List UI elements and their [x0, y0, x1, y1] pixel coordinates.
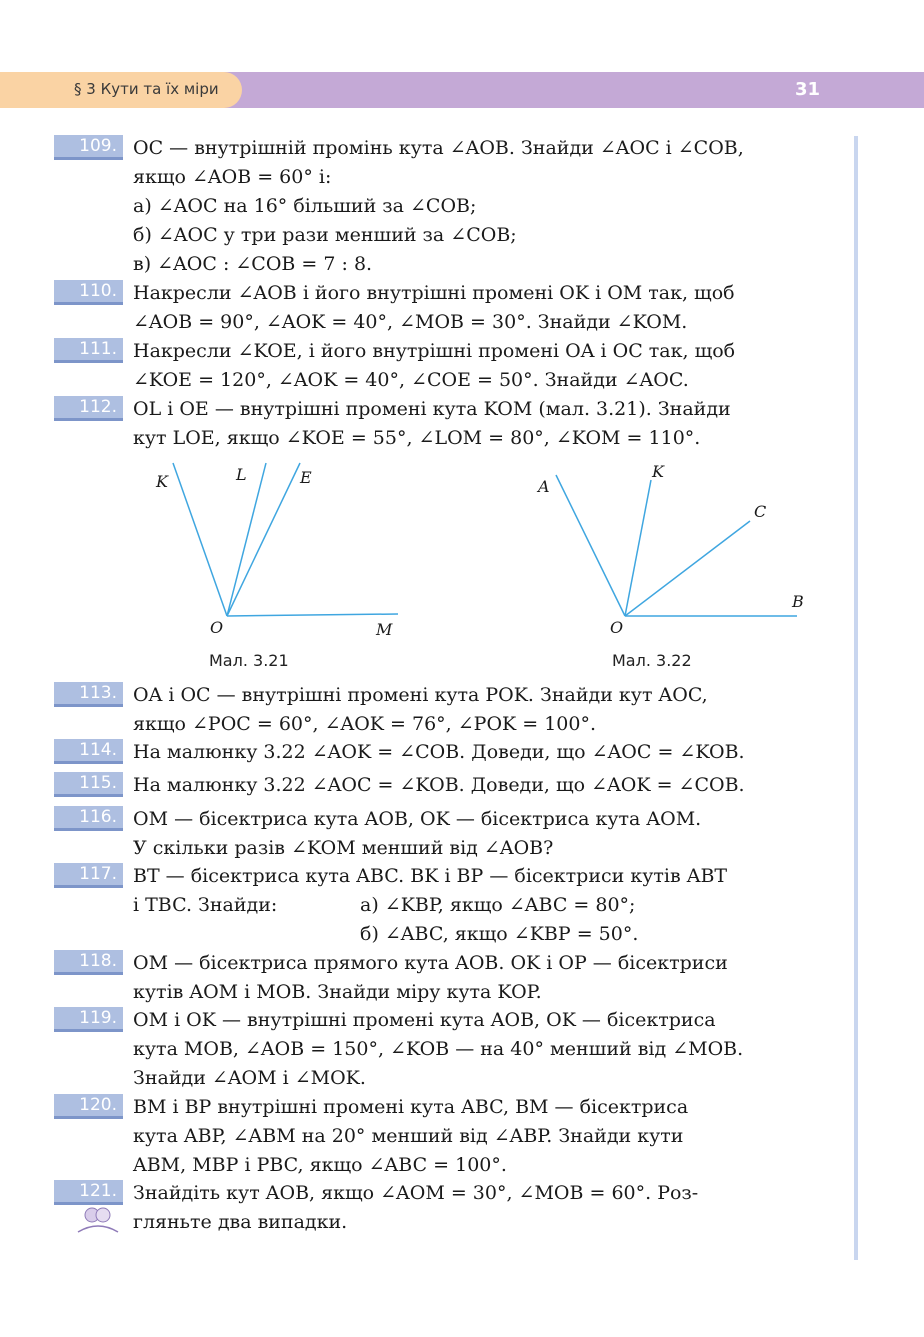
point-label: O: [610, 618, 623, 637]
text-line: Знайдіть кут AOB, якщо ∠AOM = 30°, ∠MOB …: [133, 1182, 699, 1204]
text-line: якщо ∠AOB = 60° і:: [133, 166, 332, 188]
text-line: кута MOB, ∠AOB = 150°, ∠KOB — на 40° мен…: [133, 1038, 744, 1060]
problem-number-badge: 114.: [54, 739, 123, 764]
sub-item: а) ∠KBP, якщо ∠ABC = 80°;: [360, 894, 636, 916]
text-line: У скільки разів ∠KOM менший від ∠AOB?: [133, 837, 554, 859]
page-header: § 3 Кути та їх міри 31: [0, 72, 924, 108]
text-line: На малюнку 3.22 ∠AOC = ∠KOB. Доведи, що …: [133, 774, 745, 796]
ray-oa: [555, 474, 626, 617]
point-label: C: [754, 502, 766, 521]
sub-item: а) ∠AOC на 16° більший за ∠COB;: [133, 195, 477, 217]
problem-number-badge: 119.: [54, 1007, 123, 1032]
text-line: OM — бісектриса прямого кута AOB. OK і O…: [133, 952, 728, 974]
problem-number-badge: 121.: [54, 1180, 123, 1205]
sub-item: б) ∠AOC у три рази менший за ∠COB;: [133, 224, 517, 246]
problem-text: На малюнку 3.22 ∠AOK = ∠COB. Доведи, що …: [133, 738, 839, 767]
problem-text: OM — бісектриса прямого кута AOB. OK і O…: [133, 949, 839, 1007]
problem-number: 114.: [79, 740, 117, 760]
point-label: K: [651, 462, 665, 481]
ray-oe: [226, 462, 301, 617]
problem-number: 115.: [79, 773, 117, 793]
problem-number-badge: 113.: [54, 682, 123, 707]
figure-3-21: K L E O M: [155, 462, 399, 639]
group-work-icon: [77, 1207, 119, 1233]
text-line: кутів AOM і MOB. Знайди міру кута KOP.: [133, 981, 542, 1003]
problem-number-badge: 110.: [54, 280, 123, 305]
problem-text: OL і OE — внутрішні промені кута KOM (ма…: [133, 395, 839, 453]
text-line: BT — бісектриса кута ABC. BK і BP — бісе…: [133, 865, 728, 887]
section-tab: [0, 72, 242, 108]
page-number: 31: [794, 79, 820, 100]
problem-number-badge: 115.: [54, 772, 123, 797]
figure-caption: Мал. 3.21: [209, 651, 289, 670]
problem-number: 110.: [79, 281, 117, 301]
problem-number-badge: 117.: [54, 863, 123, 888]
side-rule: [854, 136, 858, 1260]
text-line: OM — бісектриса кута AOB, OK — бісектрис…: [133, 808, 702, 830]
problem-number-badge: 111.: [54, 338, 123, 363]
problem-number: 112.: [79, 397, 117, 417]
sub-item: в) ∠AOC : ∠COB = 7 : 8.: [133, 253, 373, 275]
problem-number: 120.: [79, 1095, 117, 1115]
problem-number-badge: 116.: [54, 806, 123, 831]
problem-number: 116.: [79, 807, 117, 827]
problem-number-badge: 112.: [54, 396, 123, 421]
text-line: ∠AOB = 90°, ∠AOK = 40°, ∠MOB = 30°. Знай…: [133, 311, 688, 333]
problem-text: Накресли ∠KOE, і його внутрішні промені …: [133, 337, 839, 395]
point-label: E: [299, 468, 312, 487]
text-line: якщо ∠POC = 60°, ∠AOK = 76°, ∠POK = 100°…: [133, 713, 597, 735]
point-label: A: [536, 477, 550, 496]
text-line: OL і OE — внутрішні промені кута KOM (ма…: [133, 398, 731, 420]
ray-ol: [226, 462, 267, 617]
point-label: O: [210, 618, 223, 637]
problem-number: 119.: [79, 1008, 117, 1028]
text-line: ABM, MBP і PBC, якщо ∠ABC = 100°.: [133, 1154, 507, 1176]
text-line: Накресли ∠AOB і його внутрішні промені O…: [133, 282, 735, 304]
figure-3-22: A K C B O: [536, 462, 804, 637]
text-line: На малюнку 3.22 ∠AOK = ∠COB. Доведи, що …: [133, 741, 745, 763]
text-line: OM і OK — внутрішні промені кута AOB, OK…: [133, 1009, 716, 1031]
problem-number: 109.: [79, 136, 117, 156]
text-line: OA і OC — внутрішні промені кута POK. Зн…: [133, 684, 708, 706]
problem-text: OM і OK — внутрішні промені кута AOB, OK…: [133, 1006, 839, 1093]
text-line: кут LOE, якщо ∠KOE = 55°, ∠LOM = 80°, ∠K…: [133, 427, 701, 449]
problem-text: Накресли ∠AOB і його внутрішні промені O…: [133, 279, 839, 337]
figure-caption: Мал. 3.22: [612, 651, 692, 670]
text-line: і TBC. Знайди:: [133, 894, 278, 916]
point-label: M: [375, 620, 393, 639]
problem-number: 121.: [79, 1181, 117, 1201]
problem-text: OM — бісектриса кута AOB, OK — бісектрис…: [133, 805, 839, 863]
problem-number: 113.: [79, 683, 117, 703]
problem-text: BT — бісектриса кута ABC. BK і BP — бісе…: [133, 862, 839, 920]
problem-text: На малюнку 3.22 ∠AOC = ∠KOB. Доведи, що …: [133, 771, 839, 800]
problem-number: 118.: [79, 951, 117, 971]
section-title: § 3 Кути та їх міри: [74, 80, 219, 98]
problem-number-badge: 109.: [54, 135, 123, 160]
problem-text: BM і BP внутрішні промені кута ABC, BM —…: [133, 1093, 839, 1180]
problem-number: 111.: [79, 339, 117, 359]
point-label: B: [791, 592, 804, 611]
point-label: L: [235, 465, 247, 484]
point-label: K: [155, 472, 169, 491]
sub-item: б) ∠ABC, якщо ∠KBP = 50°.: [360, 923, 639, 945]
ray-oc: [624, 520, 751, 617]
ray-ok: [624, 479, 652, 617]
problem-text: OC — внутрішній промінь кута ∠AOB. Знайд…: [133, 134, 839, 279]
problem-text: OA і OC — внутрішні промені кута POK. Зн…: [133, 681, 839, 739]
text-line: OC — внутрішній промінь кута ∠AOB. Знайд…: [133, 137, 744, 159]
problem-number-badge: 118.: [54, 950, 123, 975]
text-line: Знайди ∠AOM і ∠MOK.: [133, 1067, 366, 1089]
text-line: BM і BP внутрішні промені кута ABC, BM —…: [133, 1096, 689, 1118]
ray-ok: [172, 462, 228, 617]
text-line: гляньте два випадки.: [133, 1211, 348, 1233]
problem-text: Знайдіть кут AOB, якщо ∠AOM = 30°, ∠MOB …: [133, 1179, 839, 1237]
problem-number: 117.: [79, 864, 117, 884]
text-line: кута ABP, ∠ABM на 20° менший від ∠ABP. З…: [133, 1125, 684, 1147]
text-line: ∠KOE = 120°, ∠AOK = 40°, ∠COE = 50°. Зна…: [133, 369, 689, 391]
ray-om: [226, 613, 399, 617]
problem-number-badge: 120.: [54, 1094, 123, 1119]
text-line: Накресли ∠KOE, і його внутрішні промені …: [133, 340, 736, 362]
